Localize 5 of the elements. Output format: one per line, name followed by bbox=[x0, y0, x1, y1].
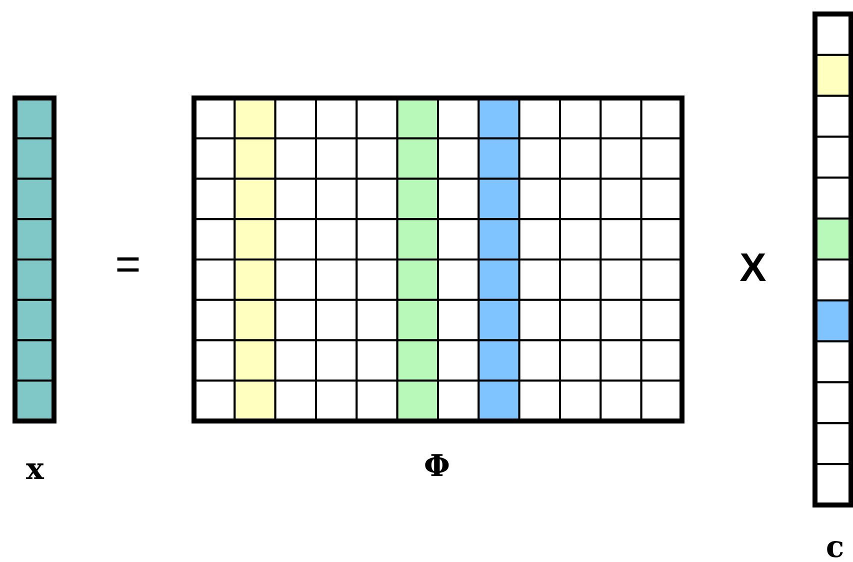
matrix-label: Φ bbox=[424, 452, 450, 482]
vector-label: c bbox=[826, 533, 844, 562]
vector-label: x bbox=[26, 455, 44, 485]
multiplication-sign: X bbox=[740, 248, 766, 288]
equals-sign: = bbox=[115, 243, 141, 287]
